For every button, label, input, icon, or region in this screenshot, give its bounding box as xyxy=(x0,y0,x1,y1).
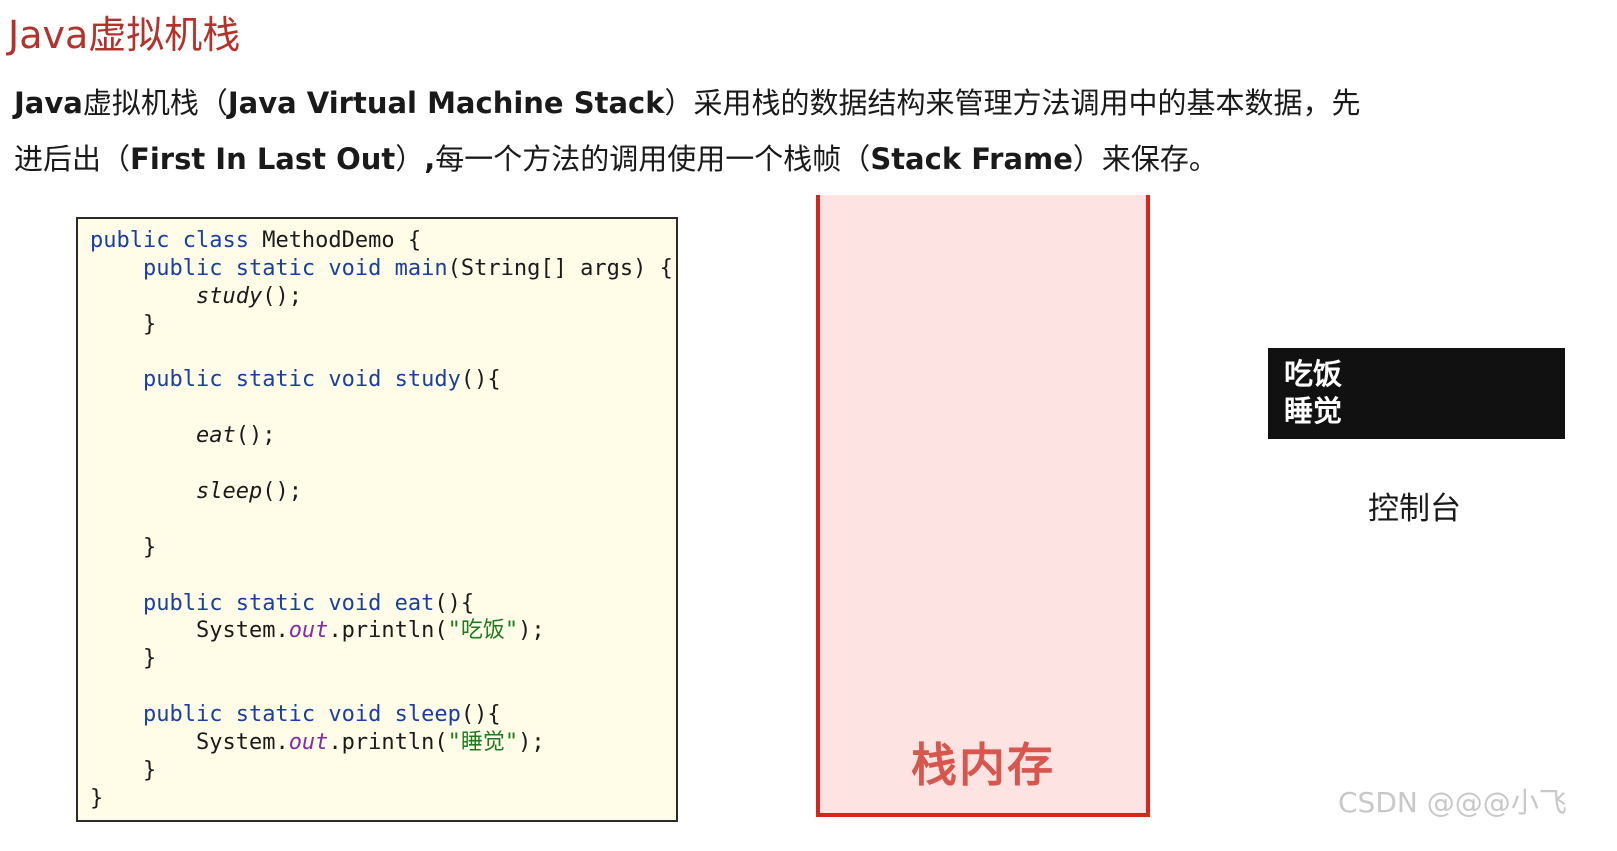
code-line-blank xyxy=(90,450,676,478)
code-method-name: eat xyxy=(394,590,435,616)
code-text: System. xyxy=(195,618,289,644)
code-line-blank xyxy=(90,506,676,534)
description-line-2: 进后出（First In Last Out）,每一个方法的调用使用一个栈帧（St… xyxy=(14,136,1218,178)
code-call: sleep xyxy=(195,479,263,505)
code-line: System.out.println("吃饭"); xyxy=(90,617,676,645)
console-line: 吃饭 xyxy=(1284,357,1343,391)
code-text: System. xyxy=(195,730,289,756)
desc-text: 进后出（ xyxy=(14,142,131,176)
stack-memory-label: 栈内存 xyxy=(911,738,1055,792)
code-line: } xyxy=(90,757,676,785)
code-text: (String[] args) { xyxy=(447,255,673,281)
desc-text: ） xyxy=(395,142,425,176)
desc-text: ）来保存。 xyxy=(1072,142,1218,176)
code-text: (){ xyxy=(460,367,501,393)
code-text: } xyxy=(142,534,157,560)
console-label: 控制台 xyxy=(1368,491,1461,527)
desc-filo-term: First In Last Out xyxy=(130,142,396,176)
code-method-name: sleep xyxy=(394,702,461,728)
code-field: out xyxy=(288,730,329,756)
code-text: ); xyxy=(518,730,545,756)
code-line: eat(); xyxy=(90,422,676,450)
code-text: .println( xyxy=(328,618,448,644)
desc-jvm-stack-term: Java Virtual Machine Stack xyxy=(227,86,665,120)
code-line: study(); xyxy=(90,283,676,311)
code-line: } xyxy=(90,785,676,813)
desc-stack-frame-term: Stack Frame xyxy=(870,142,1073,176)
code-line: } xyxy=(90,534,676,562)
code-line-blank xyxy=(90,339,676,367)
description-line-1: Java虚拟机栈（Java Virtual Machine Stack）采用栈的… xyxy=(14,80,1361,122)
code-text: (); xyxy=(235,423,276,449)
desc-text: ）采用栈的数据结构来管理方法调用中的基本数据，先 xyxy=(664,86,1361,120)
code-line-blank xyxy=(90,673,676,701)
code-keyword: public static void xyxy=(142,255,382,281)
code-text: (){ xyxy=(434,590,475,616)
code-text: } xyxy=(90,785,104,811)
code-line: public static void eat(){ xyxy=(90,590,676,618)
code-keyword: public static void xyxy=(142,367,382,393)
code-line: } xyxy=(90,645,676,673)
code-line: public static void sleep(){ xyxy=(90,701,676,729)
code-panel: public class MethodDemo { public static … xyxy=(76,217,678,822)
code-text: (); xyxy=(262,283,302,309)
stack-memory-container: 栈内存 xyxy=(816,195,1150,817)
console-line: 睡觉 xyxy=(1284,394,1343,428)
watermark: CSDN @@@小飞 xyxy=(1338,786,1567,819)
code-text: } xyxy=(142,757,157,783)
code-text: } xyxy=(142,311,157,337)
code-text: MethodDemo { xyxy=(248,228,422,253)
desc-text: 每一个方法的调用使用一个栈帧（ xyxy=(435,142,871,176)
code-line: sleep(); xyxy=(90,478,676,506)
code-text: (); xyxy=(262,479,302,505)
code-line: System.out.println("睡觉"); xyxy=(90,729,676,757)
code-line: public static void main(String[] args) { xyxy=(90,255,676,283)
code-text: (){ xyxy=(460,702,501,728)
desc-text: 虚拟机栈（ xyxy=(82,86,228,120)
console-output: 吃饭 睡觉 xyxy=(1268,348,1565,439)
code-text: } xyxy=(142,646,157,672)
code-method-name: study xyxy=(394,367,461,393)
code-field: out xyxy=(288,618,329,644)
code-keyword: public static void xyxy=(142,590,382,616)
code-text: .println( xyxy=(328,730,448,756)
code-method-name: main xyxy=(394,255,448,281)
code-line: } xyxy=(90,311,676,339)
code-line-blank xyxy=(90,562,676,590)
code-line: public class MethodDemo { xyxy=(90,227,676,255)
code-call: eat xyxy=(195,423,236,449)
desc-java-word: Java xyxy=(14,86,83,120)
code-call: study xyxy=(195,283,263,309)
slide-title: Java虚拟机栈 xyxy=(8,13,241,57)
desc-comma: , xyxy=(424,142,436,176)
code-keyword: public static void xyxy=(142,702,382,728)
code-keyword: public class xyxy=(90,228,249,253)
code-line-blank xyxy=(90,394,676,422)
code-text: ); xyxy=(518,618,545,644)
code-line: public static void study(){ xyxy=(90,366,676,394)
code-string: "睡觉" xyxy=(447,730,519,756)
code-string: "吃饭" xyxy=(447,618,519,644)
